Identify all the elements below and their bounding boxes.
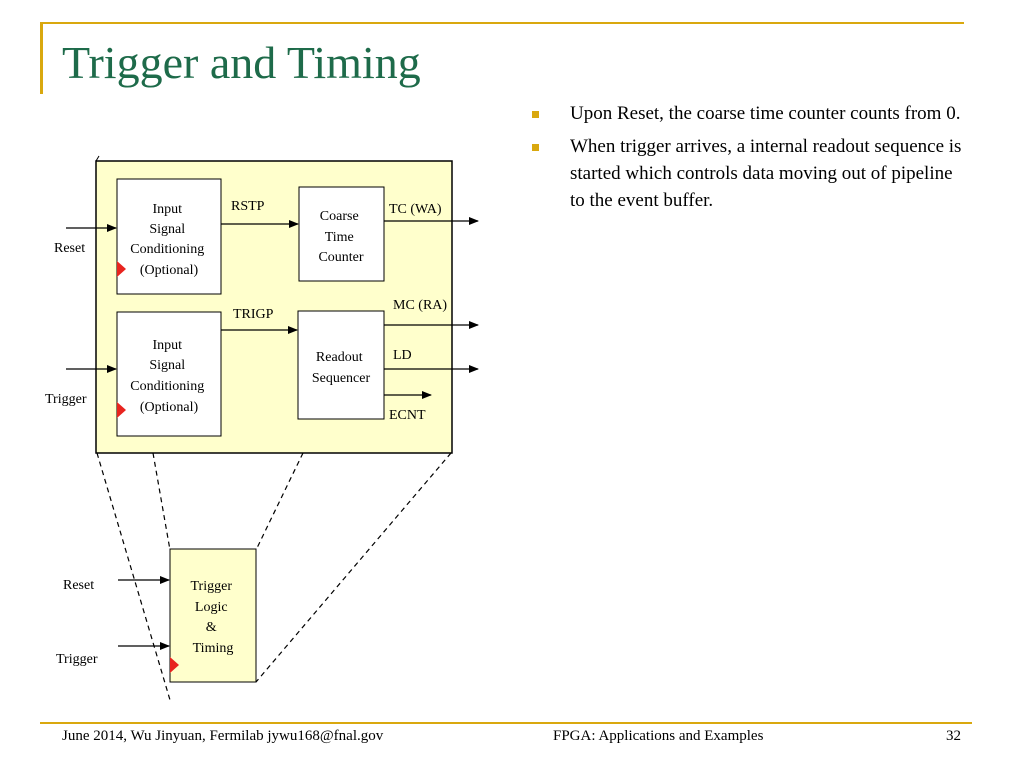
bullet-text: When trigger arrives, a internal readout…	[570, 136, 962, 211]
input-conditioning-bottom-label: Input Signal Conditioning (Optional)	[130, 338, 207, 415]
bullet-item: When trigger arrives, a internal readout…	[532, 133, 972, 214]
footer-course-title: FPGA: Applications and Examples	[553, 728, 764, 744]
projection-line	[255, 452, 304, 551]
ld-label: LD	[393, 348, 412, 363]
reset-label: Reset	[54, 241, 85, 256]
trigger-lower-label: Trigger	[56, 652, 98, 667]
bullet-list: Upon Reset, the coarse time counter coun…	[532, 100, 972, 220]
projection-line	[96, 452, 171, 701]
mc-label: MC (RA)	[393, 298, 447, 313]
trigger-label: Trigger	[45, 392, 87, 407]
accent-top-line	[40, 22, 964, 24]
slide-title: Trigger and Timing	[62, 37, 421, 88]
reset-lower-label: Reset	[63, 578, 94, 593]
projection-line	[255, 452, 452, 683]
readout-sequencer-label: Readout Sequencer	[312, 350, 371, 386]
input-conditioning-top-label: Input Signal Conditioning (Optional)	[130, 202, 207, 278]
tc-label: TC (WA)	[389, 202, 442, 217]
footer-author: June 2014, Wu Jinyuan, Fermilab jywu168@…	[62, 728, 384, 744]
square-bullet-icon	[532, 111, 539, 118]
clock-input-icon	[170, 657, 179, 673]
square-bullet-icon	[532, 144, 539, 151]
trigp-label: TRIGP	[233, 307, 274, 322]
dashed-projection-lines	[96, 452, 452, 701]
coarse-time-counter-label: Coarse Time Counter	[318, 209, 363, 265]
bullet-text: Upon Reset, the coarse time counter coun…	[570, 103, 961, 124]
trigger-logic-label: Trigger Logic & Timing	[191, 579, 236, 656]
coarse-time-counter-block	[298, 186, 385, 282]
panel-corner-tick	[95, 155, 100, 162]
clock-input-icon	[117, 261, 126, 277]
trigger-logic-block	[169, 548, 257, 683]
input-conditioning-block-top	[116, 178, 222, 295]
footer-divider	[40, 722, 972, 724]
accent-vertical-line	[40, 22, 43, 94]
page-number: 32	[946, 728, 961, 744]
bullet-item: Upon Reset, the coarse time counter coun…	[532, 100, 972, 127]
readout-sequencer-block	[297, 310, 385, 420]
projection-line	[152, 452, 171, 551]
input-conditioning-block-bottom	[116, 311, 222, 437]
ecnt-label: ECNT	[389, 408, 426, 423]
clock-input-icon	[117, 402, 126, 418]
rstp-label: RSTP	[231, 199, 265, 214]
